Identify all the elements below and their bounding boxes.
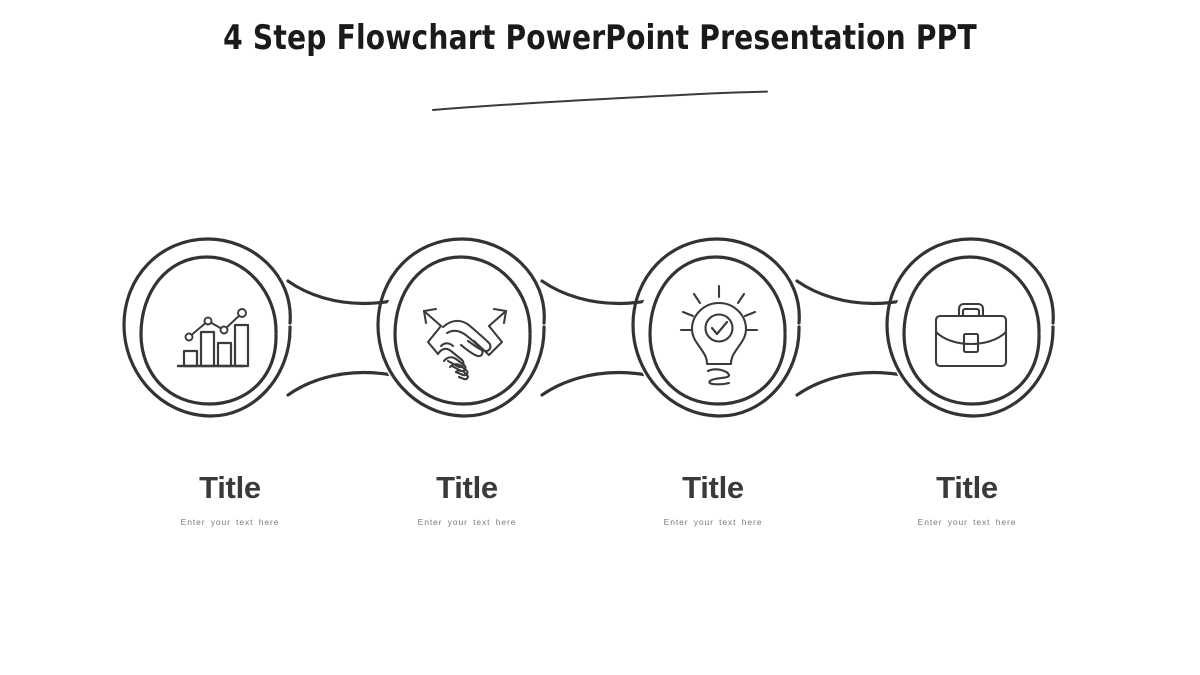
bar-chart-growth-icon — [176, 308, 250, 368]
caption-title-3: Title — [682, 470, 744, 505]
caption-subtitle-1: Enter your text here — [180, 516, 280, 527]
connector-1-2 — [286, 279, 442, 397]
connector-group — [286, 279, 952, 397]
caption-subtitle-2: Enter your text here — [417, 516, 517, 527]
briefcase-icon — [934, 302, 1008, 368]
caption-block-4: Title Enter your text here — [852, 470, 1082, 527]
page-title: 4 Step Flowchart PowerPoint Presentation… — [223, 18, 977, 58]
inner-ring-3 — [648, 255, 787, 406]
outer-ring-3 — [631, 237, 801, 418]
caption-title-4: Title — [936, 470, 998, 505]
inner-ring-4 — [902, 255, 1041, 406]
title-underline-decoration — [432, 90, 768, 111]
caption-subtitle-4: Enter your text here — [917, 516, 1017, 527]
connector-3-4 — [795, 279, 952, 397]
flowchart-diagram — [122, 237, 1055, 418]
caption-block-3: Title Enter your text here — [598, 470, 828, 527]
caption-title-2: Title — [436, 470, 498, 505]
caption-subtitle-3: Enter your text here — [663, 516, 763, 527]
lightbulb-check-icon — [679, 284, 759, 386]
outer-ring-4 — [885, 237, 1055, 418]
caption-title-1: Title — [199, 470, 261, 505]
caption-block-2: Title Enter your text here — [352, 470, 582, 527]
title-block: 4 Step Flowchart PowerPoint Presentation… — [0, 18, 1200, 58]
outer-ring-1 — [122, 237, 292, 418]
outer-ring-2 — [376, 237, 546, 418]
step-node-4[interactable] — [885, 237, 1055, 418]
connector-2-3 — [540, 279, 697, 397]
inner-ring-1 — [139, 255, 278, 406]
captions-row: Title Enter your text here Title Enter y… — [0, 470, 1200, 552]
handshake-icon — [422, 307, 508, 381]
inner-ring-2 — [393, 255, 532, 406]
step-node-1[interactable] — [122, 237, 292, 418]
step-node-2[interactable] — [376, 237, 546, 418]
caption-block-1: Title Enter your text here — [115, 470, 345, 527]
step-node-3[interactable] — [631, 237, 801, 418]
